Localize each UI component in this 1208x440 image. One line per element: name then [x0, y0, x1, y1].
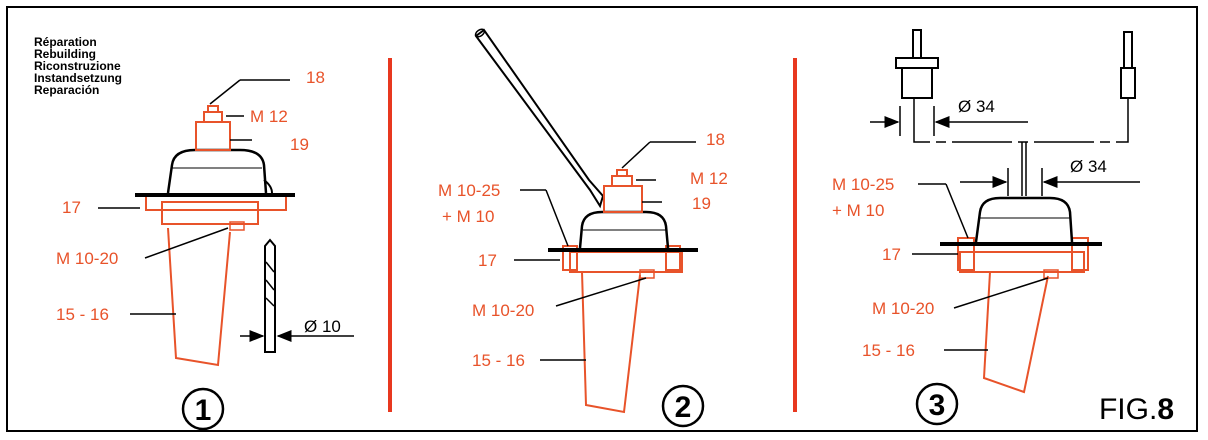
stem-2 [603, 185, 643, 213]
label-dia10-p1: Ø 10 [304, 317, 341, 336]
title-it: Riconstruzione [34, 59, 121, 73]
label-dia34-top-p3: Ø 34 [958, 97, 995, 116]
label-15-16-p1: 15 - 16 [56, 305, 109, 324]
figure-frame [6, 6, 1198, 432]
clamp-plate-1 [161, 201, 259, 225]
panel-1: 18 M 12 19 17 M 10-20 15 - 16 Ø 10 1 [56, 68, 354, 431]
nut-1 [203, 111, 223, 123]
panel-2: 18 M 12 19 M 10-25 + M 10 17 M 10-20 15 … [438, 28, 728, 428]
tube-1 [167, 227, 231, 367]
label-dia34-mid-p3: Ø 34 [1070, 157, 1107, 176]
title-de: Instandsetzung [34, 71, 123, 85]
label-m10-25-p2: M 10-25 [438, 181, 500, 200]
press-tool-3 [912, 29, 922, 59]
label-m10-20-p2: M 10-20 [472, 301, 534, 320]
label-15-16-p2: 15 - 16 [472, 351, 525, 370]
figure-prefix: FIG. [1098, 393, 1158, 426]
repair-title-list: Réparation Rebuilding Riconstruzione Ins… [34, 36, 122, 96]
label-18-p2: 18 [706, 130, 725, 149]
title-es: Reparación [34, 83, 100, 97]
label-plus-m10-p3: + M 10 [832, 201, 884, 220]
panel-number-3: 3 [929, 389, 946, 422]
tube-2 [581, 271, 641, 414]
panel-number-1: 1 [195, 394, 212, 427]
title-en: Rebuilding [34, 47, 96, 61]
stem-1 [195, 121, 231, 151]
label-17-p1: 17 [62, 198, 81, 217]
label-m12-p1: M 12 [250, 107, 288, 126]
pry-rod-2 [474, 28, 605, 209]
label-19-p2: 19 [692, 194, 711, 213]
boot-dome-3 [974, 196, 1074, 243]
panel-3: Ø 34 Ø 34 M 10-25 + M 10 17 M 10-20 15 -… [832, 29, 1140, 426]
label-19-p1: 19 [290, 135, 309, 154]
figure-label: FIG.8 [1099, 394, 1174, 426]
label-m12-p2: M 12 [690, 169, 728, 188]
label-17-p2: 17 [478, 251, 497, 270]
label-plus-m10-p2: + M 10 [442, 207, 494, 226]
boot-dome-1 [166, 148, 268, 194]
flange-2 [548, 248, 698, 252]
tube-3 [982, 271, 1049, 394]
drill-bit-1 [264, 238, 276, 353]
figure-number: 8 [1157, 393, 1174, 426]
label-m10-20-p3: M 10-20 [872, 299, 934, 318]
label-m10-25-p3: M 10-25 [832, 175, 894, 194]
title-fr: Réparation [34, 35, 97, 49]
flange-3 [940, 242, 1102, 246]
label-18-p1: 18 [306, 68, 325, 87]
label-m10-20-p1: M 10-20 [56, 249, 118, 268]
flange-1 [135, 193, 295, 197]
label-15-16-p3: 15 - 16 [862, 341, 915, 360]
label-17-p3: 17 [882, 245, 901, 264]
panel-number-2: 2 [675, 391, 692, 424]
